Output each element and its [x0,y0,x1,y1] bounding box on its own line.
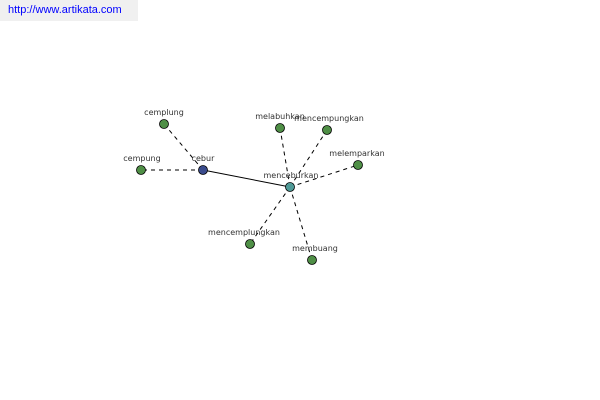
node-melabuhkan[interactable]: melabuhkan [255,112,305,133]
node-label-menceburkan: menceburkan [263,171,318,180]
node-label-mencemplungkan: mencemplungkan [208,228,280,237]
node-mencemplungkan[interactable]: mencemplungkan [208,228,280,249]
nodes-layer: cebur menceburkan cemplung cempung melabuhka… [123,108,385,265]
node-marker-cempung[interactable] [136,165,146,175]
node-cebur[interactable]: cebur [192,154,215,175]
node-label-cebur: cebur [192,154,215,163]
node-marker-mencempungkan[interactable] [322,125,332,135]
node-marker-membuang[interactable] [307,255,317,265]
edge-cebur-cemplung [163,123,204,171]
edge-menceburkan-mencempungkan [289,129,328,188]
node-label-melemparkan: melemparkan [329,149,384,158]
node-mencempungkan[interactable]: mencempungkan [294,114,364,135]
node-label-cemplung: cemplung [144,108,184,117]
source-url-link[interactable]: http://www.artikata.com [0,0,138,21]
edge-menceburkan-melabuhkan [279,127,291,188]
edge-cebur-menceburkan [202,169,291,188]
edge-menceburkan-melemparkan [289,164,359,188]
node-marker-menceburkan[interactable] [285,182,295,192]
node-marker-melemparkan[interactable] [353,160,363,170]
edges-layer [141,123,359,261]
node-marker-cemplung[interactable] [159,119,169,129]
node-label-membuang: membuang [292,244,338,253]
node-marker-melabuhkan[interactable] [275,123,285,133]
node-menceburkan[interactable]: menceburkan [263,171,319,192]
edge-menceburkan-mencemplungkan [249,186,291,245]
node-label-cempung: cempung [123,154,160,163]
node-label-melabuhkan: melabuhkan [255,112,305,121]
node-marker-mencemplungkan[interactable] [245,239,255,249]
node-melemparkan[interactable]: melemparkan [329,149,385,170]
node-membuang[interactable]: membuang [292,244,338,265]
node-cemplung[interactable]: cemplung [144,108,184,129]
node-label-mencempungkan: mencempungkan [294,114,364,123]
node-cempung[interactable]: cempung [123,154,161,175]
node-marker-cebur[interactable] [198,165,208,175]
